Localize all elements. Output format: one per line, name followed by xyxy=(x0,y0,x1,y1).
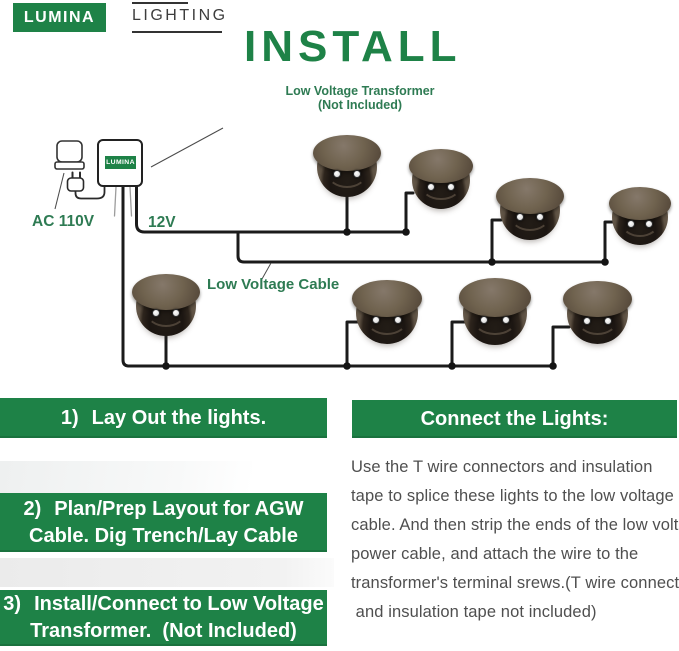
connect-body-line: cable. And then strip the ends of the lo… xyxy=(351,516,679,534)
screw-icon xyxy=(393,316,402,325)
screw-icon xyxy=(372,316,381,325)
brand-logo: LUMINA xyxy=(13,3,106,32)
transformer-note-line1: Low Voltage Transformer xyxy=(285,84,435,98)
deck-light-8 xyxy=(563,280,632,344)
connect-heading-banner: Connect the Lights: xyxy=(352,400,677,438)
ac-lead-wire xyxy=(113,186,117,217)
light6-drop xyxy=(345,320,360,368)
step-text: Lay Out the lights. xyxy=(91,406,267,429)
deck-light-3 xyxy=(496,177,564,240)
step-text: Install/Connect to Low Voltage xyxy=(34,593,324,615)
screw-icon xyxy=(151,309,160,317)
screw-icon xyxy=(536,213,545,221)
screw-icon xyxy=(479,316,488,325)
outlet-icon xyxy=(54,140,85,170)
screw-icon xyxy=(604,316,613,325)
logo-rule-top xyxy=(132,2,188,4)
screw-icon xyxy=(332,170,341,178)
cable-top-run xyxy=(135,185,408,234)
junction-dots xyxy=(162,228,609,370)
cable-middle-run xyxy=(236,230,607,264)
cable-bottom-run xyxy=(121,185,555,368)
deck-light-1 xyxy=(313,134,381,197)
connect-body: Use the T wire connectors and insulation… xyxy=(351,453,679,627)
step-banner-2: 2) Plan/Prep Layout for AGW Cable. Dig Tr… xyxy=(0,493,327,552)
logo-rule-bottom xyxy=(132,31,222,33)
screw-icon xyxy=(626,219,635,228)
brand-name: LUMINA xyxy=(23,8,96,26)
screw-icon xyxy=(427,182,436,191)
screw-icon xyxy=(502,316,511,325)
connect-body-line: Use the T wire connectors and insulation xyxy=(351,458,653,476)
transformer-box: LUMINA xyxy=(97,139,143,187)
connect-body-line: transformer's terminal srews.(T wire con… xyxy=(351,574,679,592)
step-number: 1) xyxy=(60,406,79,429)
screw-icon xyxy=(645,219,654,228)
light2-drop xyxy=(404,191,415,234)
power-cord xyxy=(74,187,106,200)
connect-body-line: tape to splice these lights to the low v… xyxy=(351,487,674,505)
brand-sub: LIGHTING xyxy=(132,2,228,33)
connect-body-line: power cable, and attach the wire to the xyxy=(351,545,639,563)
page-title: INSTALL xyxy=(244,22,462,71)
transformer-note: Low Voltage Transformer (Not Included) xyxy=(260,84,460,112)
step-text: Transformer. (Not Included) xyxy=(30,620,297,642)
low-voltage-cable-label: Low Voltage Cable xyxy=(207,276,340,293)
step-banner-1: 1) Lay Out the lights. xyxy=(0,398,327,438)
screw-icon xyxy=(515,213,524,221)
plug-icon xyxy=(66,171,106,200)
pointer-to-ac-label xyxy=(54,172,65,210)
deck-light-6 xyxy=(352,279,422,344)
deck-light-4 xyxy=(608,186,672,245)
ac-lead-wire xyxy=(129,186,133,217)
screw-icon xyxy=(172,309,181,317)
connect-heading: Connect the Lights: xyxy=(420,407,609,430)
light4-drop xyxy=(603,220,616,264)
deck-light-2 xyxy=(408,148,474,209)
light7-drop xyxy=(450,320,467,368)
transformer-brand-label: LUMINA xyxy=(105,156,136,169)
dc-voltage-label: 12V xyxy=(148,214,176,231)
connect-body-line: and insulation tape not included) xyxy=(351,603,597,621)
step-banner-3: 3) Install/Connect to Low Voltage Transfo… xyxy=(0,590,327,646)
screw-icon xyxy=(353,170,362,178)
screw-icon xyxy=(582,316,591,325)
brand-sub-text: LIGHTING xyxy=(132,7,228,24)
transformer-note-line2: (Not Included) xyxy=(317,98,402,112)
screw-icon xyxy=(446,182,455,191)
ac-voltage-label: AC 110V xyxy=(32,213,95,230)
step-text: Cable. Dig Trench/Lay Cable xyxy=(29,524,298,547)
light3-drop xyxy=(490,218,503,264)
step-number: 2) xyxy=(23,497,42,520)
light8-drop xyxy=(551,325,571,368)
step-number: 3) xyxy=(3,593,22,615)
pointer-to-cable-label xyxy=(261,262,272,280)
deck-light-5 xyxy=(132,273,200,336)
step-text: Plan/Prep Layout for AGW xyxy=(54,497,304,520)
deck-light-7 xyxy=(459,278,531,345)
pointer-to-transformer-note xyxy=(150,127,224,168)
